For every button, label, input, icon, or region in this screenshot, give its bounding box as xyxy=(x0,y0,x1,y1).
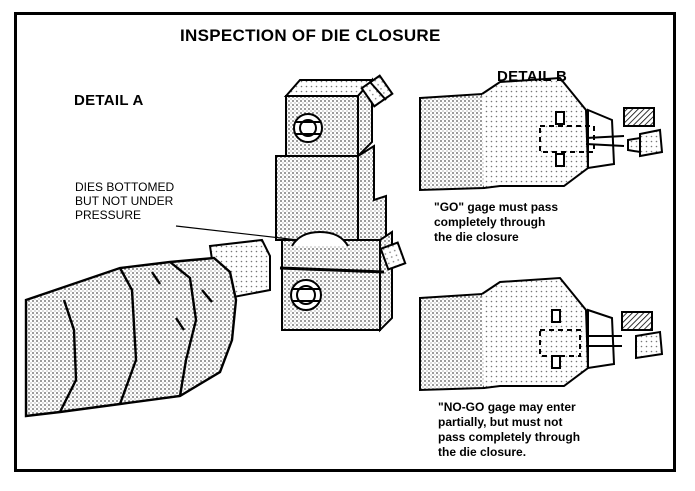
adjustment-screw-side xyxy=(379,241,407,271)
detail-a-label: DETAIL A xyxy=(74,92,144,109)
crimp-tool-head xyxy=(275,77,393,333)
go-gage-illustration xyxy=(419,76,664,192)
knurled-knob-top xyxy=(293,113,323,143)
diagram-title: INSPECTION OF DIE CLOSURE xyxy=(180,26,441,45)
callout-leader xyxy=(175,225,299,241)
nogo-gage-caption: "NO-GO gage may enter partially, but mus… xyxy=(438,400,581,459)
detail-b-label: DETAIL B xyxy=(497,68,568,85)
nogo-gage-illustration xyxy=(419,276,664,392)
go-gage-caption: "GO" gage must pass completely through t… xyxy=(434,200,559,244)
adjustment-screw-top xyxy=(360,74,394,108)
crimp-tool-body xyxy=(24,256,238,418)
knurled-knob-bottom xyxy=(290,279,322,311)
dies-bottomed-callout: DIES BOTTOMED BUT NOT UNDER PRESSURE xyxy=(75,180,175,222)
